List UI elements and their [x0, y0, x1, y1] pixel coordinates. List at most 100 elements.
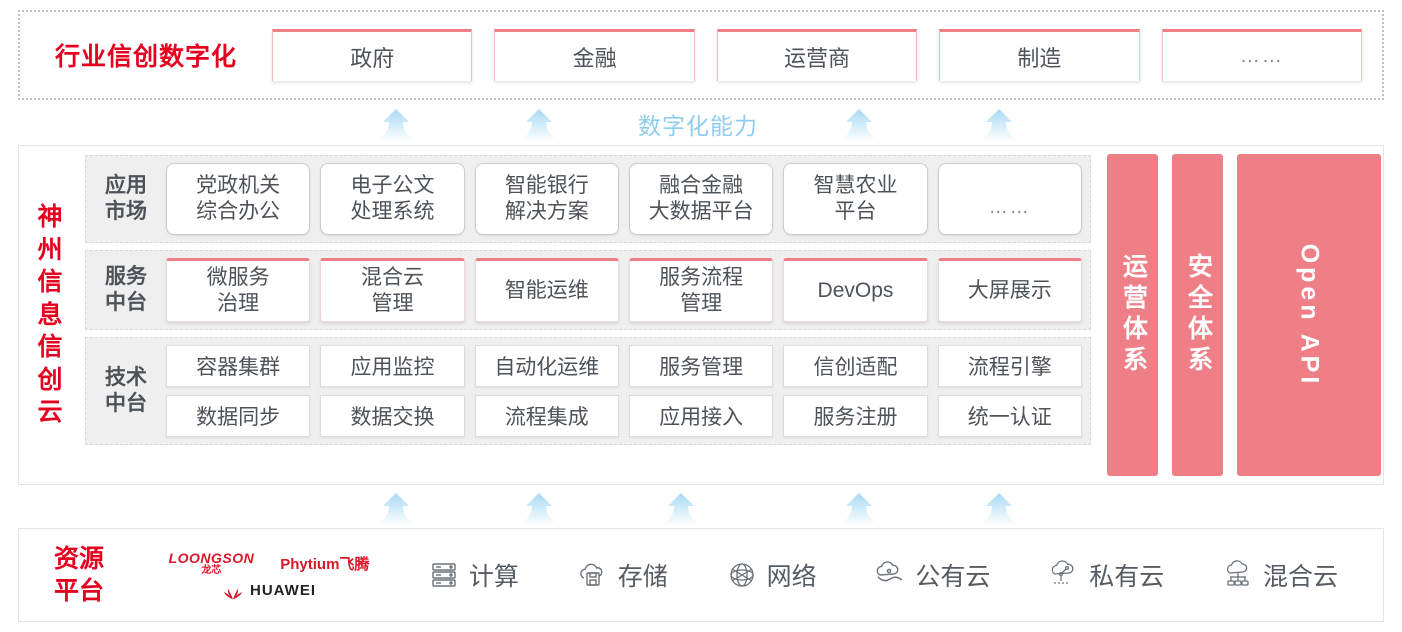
phytium-logo: Phytium飞腾	[280, 555, 370, 573]
industry-card-telecom[interactable]: 运营商	[716, 29, 918, 81]
tech-row-1: 容器集群 应用监控 自动化运维 服务管理 信创适配 流程引擎	[166, 345, 1082, 387]
tier-cell-grid: 容器集群 应用监控 自动化运维 服务管理 信创适配 流程引擎 数据同步 数据交换…	[166, 345, 1082, 437]
resource-item-list: 计算 存储	[399, 557, 1383, 593]
capability-label: 数字化能力	[638, 113, 758, 139]
tech-row-2: 数据同步 数据交换 流程集成 应用接入 服务注册 统一认证	[166, 395, 1082, 437]
up-arrow-icon	[836, 492, 882, 528]
tier-label-service-platform: 服务 中台	[105, 265, 147, 314]
tier-body: 应用 市场 党政机关综合办公 电子公文处理系统 智能银行解决方案	[85, 155, 1091, 243]
loongson-logo-en: LOONGSON	[168, 549, 255, 566]
up-arrow-icon	[516, 108, 562, 144]
vendor-logo-row-1: LOONGSON 龙芯 Phytium飞腾	[169, 551, 370, 576]
vendor-logo-group: LOONGSON 龙芯 Phytium飞腾 HUAWEI	[139, 551, 399, 600]
tech-card-app-access[interactable]: 应用接入	[628, 395, 774, 437]
tech-card-process-integration[interactable]: 流程集成	[474, 395, 619, 437]
app-card-edoc-system[interactable]: 电子公文处理系统	[320, 163, 465, 235]
loongson-logo: LOONGSON 龙芯	[169, 551, 255, 576]
server-rack-icon	[428, 559, 460, 591]
tier-cell-list: 党政机关综合办公 电子公文处理系统 智能银行解决方案 融合金融大数据平台 智慧农	[166, 163, 1082, 235]
cloud-title-char: 信	[37, 268, 63, 297]
tier-service-platform: 服务 中台 微服务治理 混合云管理 智能运维 服务流程管理	[85, 250, 1091, 330]
cloud-storage-icon	[577, 559, 609, 591]
cross-cutting-pillars: 运营体系 安全体系 Open API	[1101, 146, 1383, 484]
cloud-title-char: 州	[37, 235, 63, 264]
tech-card-data-exchange[interactable]: 数据交换	[320, 395, 465, 437]
tech-card-app-monitoring[interactable]: 应用监控	[320, 345, 465, 387]
loongson-logo-cn: 龙芯	[201, 564, 222, 576]
tech-card-container-cluster[interactable]: 容器集群	[166, 345, 311, 387]
resource-item-storage[interactable]: 存储	[577, 557, 668, 593]
capability-arrow-strip: 数字化能力	[18, 104, 1384, 144]
service-card-service-process-management[interactable]: 服务流程管理	[628, 258, 774, 322]
tier-technology-platform: 技术 中台 容器集群 应用监控 自动化运维 服务管理 信创适配 流程引擎	[85, 337, 1091, 445]
industry-band-title: 行业信创数字化	[54, 43, 237, 71]
pillar-open-api[interactable]: Open API	[1237, 154, 1381, 476]
resource-item-label: 计算	[468, 563, 519, 591]
tier-label-application-market: 应用 市场	[105, 174, 147, 223]
tier-cell-list: 微服务治理 混合云管理 智能运维 服务流程管理 DevOps 大屏展示	[166, 258, 1082, 322]
cloud-tier-stack: 应用 市场 党政机关综合办公 电子公文处理系统 智能银行解决方案	[81, 146, 1101, 484]
app-card-government-office[interactable]: 党政机关综合办公	[166, 163, 311, 235]
resource-item-public-cloud[interactable]: 公有云	[874, 557, 990, 593]
service-card-microservice-governance[interactable]: 微服务治理	[166, 258, 311, 322]
resource-item-label: 混合云	[1263, 563, 1339, 591]
service-card-hybrid-cloud-management[interactable]: 混合云管理	[320, 258, 465, 322]
app-card-smart-agriculture[interactable]: 智慧农业平台	[783, 163, 928, 235]
app-card-more[interactable]: ……	[937, 163, 1082, 235]
industry-card-list: 政府 金融 运营商 制造 ……	[272, 29, 1382, 81]
up-arrow-icon	[976, 108, 1022, 144]
private-cloud-icon	[1048, 559, 1080, 591]
app-card-finance-bigdata[interactable]: 融合金融大数据平台	[628, 163, 774, 235]
cloud-title-char: 息	[37, 300, 63, 329]
cloud-platform-panel: 神 州 信 息 信 创 云 应用 市场 党政机关综合办公	[18, 145, 1384, 485]
huawei-logo: HUAWEI	[222, 582, 316, 600]
resource-arrow-strip	[18, 488, 1384, 528]
public-cloud-icon	[874, 559, 906, 591]
service-card-intelligent-ops[interactable]: 智能运维	[474, 258, 619, 322]
up-arrow-icon	[976, 492, 1022, 528]
huawei-petal-icon	[222, 582, 244, 600]
app-card-smart-bank[interactable]: 智能银行解决方案	[474, 163, 619, 235]
tier-body: 技术 中台 容器集群 应用监控 自动化运维 服务管理 信创适配 流程引擎	[85, 337, 1091, 445]
vendor-logo-row-2: HUAWEI	[222, 582, 316, 600]
service-card-large-screen-display[interactable]: 大屏展示	[937, 258, 1082, 322]
resource-item-compute[interactable]: 计算	[428, 557, 519, 593]
tech-card-xinchuang-adaptation[interactable]: 信创适配	[783, 345, 928, 387]
resource-item-label: 存储	[617, 563, 668, 591]
industry-card-manufacturing[interactable]: 制造	[939, 29, 1140, 81]
tech-card-data-sync[interactable]: 数据同步	[166, 395, 311, 437]
up-arrow-icon	[373, 492, 419, 528]
cloud-title-char: 创	[37, 365, 63, 394]
tech-card-service-registry[interactable]: 服务注册	[783, 395, 928, 437]
resource-item-network[interactable]: 网络	[726, 557, 817, 593]
cloud-title-char: 神	[37, 203, 63, 232]
up-arrow-icon	[516, 492, 562, 528]
pillar-label: Open API	[1295, 243, 1324, 387]
tech-card-process-engine[interactable]: 流程引擎	[937, 345, 1082, 387]
huawei-logo-text: HUAWEI	[250, 582, 316, 599]
cloud-platform-title: 神 州 信 息 信 创 云	[19, 146, 81, 484]
tier-label-technology-platform: 技术 中台	[105, 366, 147, 415]
industry-card-government[interactable]: 政府	[272, 29, 473, 81]
resource-item-hybrid-cloud[interactable]: 混合云	[1222, 557, 1338, 593]
pillar-label: 运营体系	[1119, 253, 1148, 377]
tech-card-service-management[interactable]: 服务管理	[628, 345, 774, 387]
resource-item-private-cloud[interactable]: 私有云	[1048, 557, 1164, 593]
industry-card-finance[interactable]: 金融	[494, 29, 695, 81]
service-card-devops[interactable]: DevOps	[783, 258, 928, 322]
industry-band: 行业信创数字化 政府 金融 运营商 制造 ……	[18, 10, 1384, 100]
tech-card-unified-authentication[interactable]: 统一认证	[937, 395, 1082, 437]
resource-item-label: 公有云	[915, 563, 991, 591]
resource-platform-title: 资源 平台	[53, 545, 104, 605]
pillar-security-system[interactable]: 安全体系	[1172, 154, 1224, 476]
pillar-operations-system[interactable]: 运营体系	[1107, 154, 1159, 476]
resource-platform-panel: 资源 平台 LOONGSON 龙芯 Phytium飞腾 HUAWEI	[18, 528, 1384, 622]
up-arrow-icon	[658, 492, 704, 528]
tech-card-automated-ops[interactable]: 自动化运维	[474, 345, 619, 387]
up-arrow-icon	[373, 108, 419, 144]
resource-item-label: 私有云	[1089, 563, 1165, 591]
cloud-title-char: 云	[37, 398, 63, 427]
industry-card-more[interactable]: ……	[1161, 29, 1363, 81]
up-arrow-icon	[836, 108, 882, 144]
